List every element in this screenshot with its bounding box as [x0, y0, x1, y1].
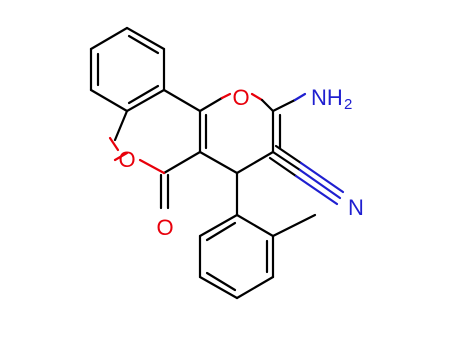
nitrile-nitrogen: N	[348, 195, 364, 220]
benzo-ring	[89, 26, 166, 113]
tolyl-ring	[198, 171, 317, 300]
amino-group-label: NH	[311, 85, 343, 110]
carbonyl-oxygen: O	[156, 215, 173, 240]
lactone-ring	[108, 88, 208, 210]
ring-oxygen-lactone: O	[118, 147, 135, 172]
nitrile-bond	[268, 144, 345, 206]
ring-oxygen-pyran: O	[232, 85, 249, 110]
amino-bond	[271, 92, 307, 113]
amino-subscript: 2	[344, 96, 352, 113]
pyran-ring	[198, 92, 282, 175]
